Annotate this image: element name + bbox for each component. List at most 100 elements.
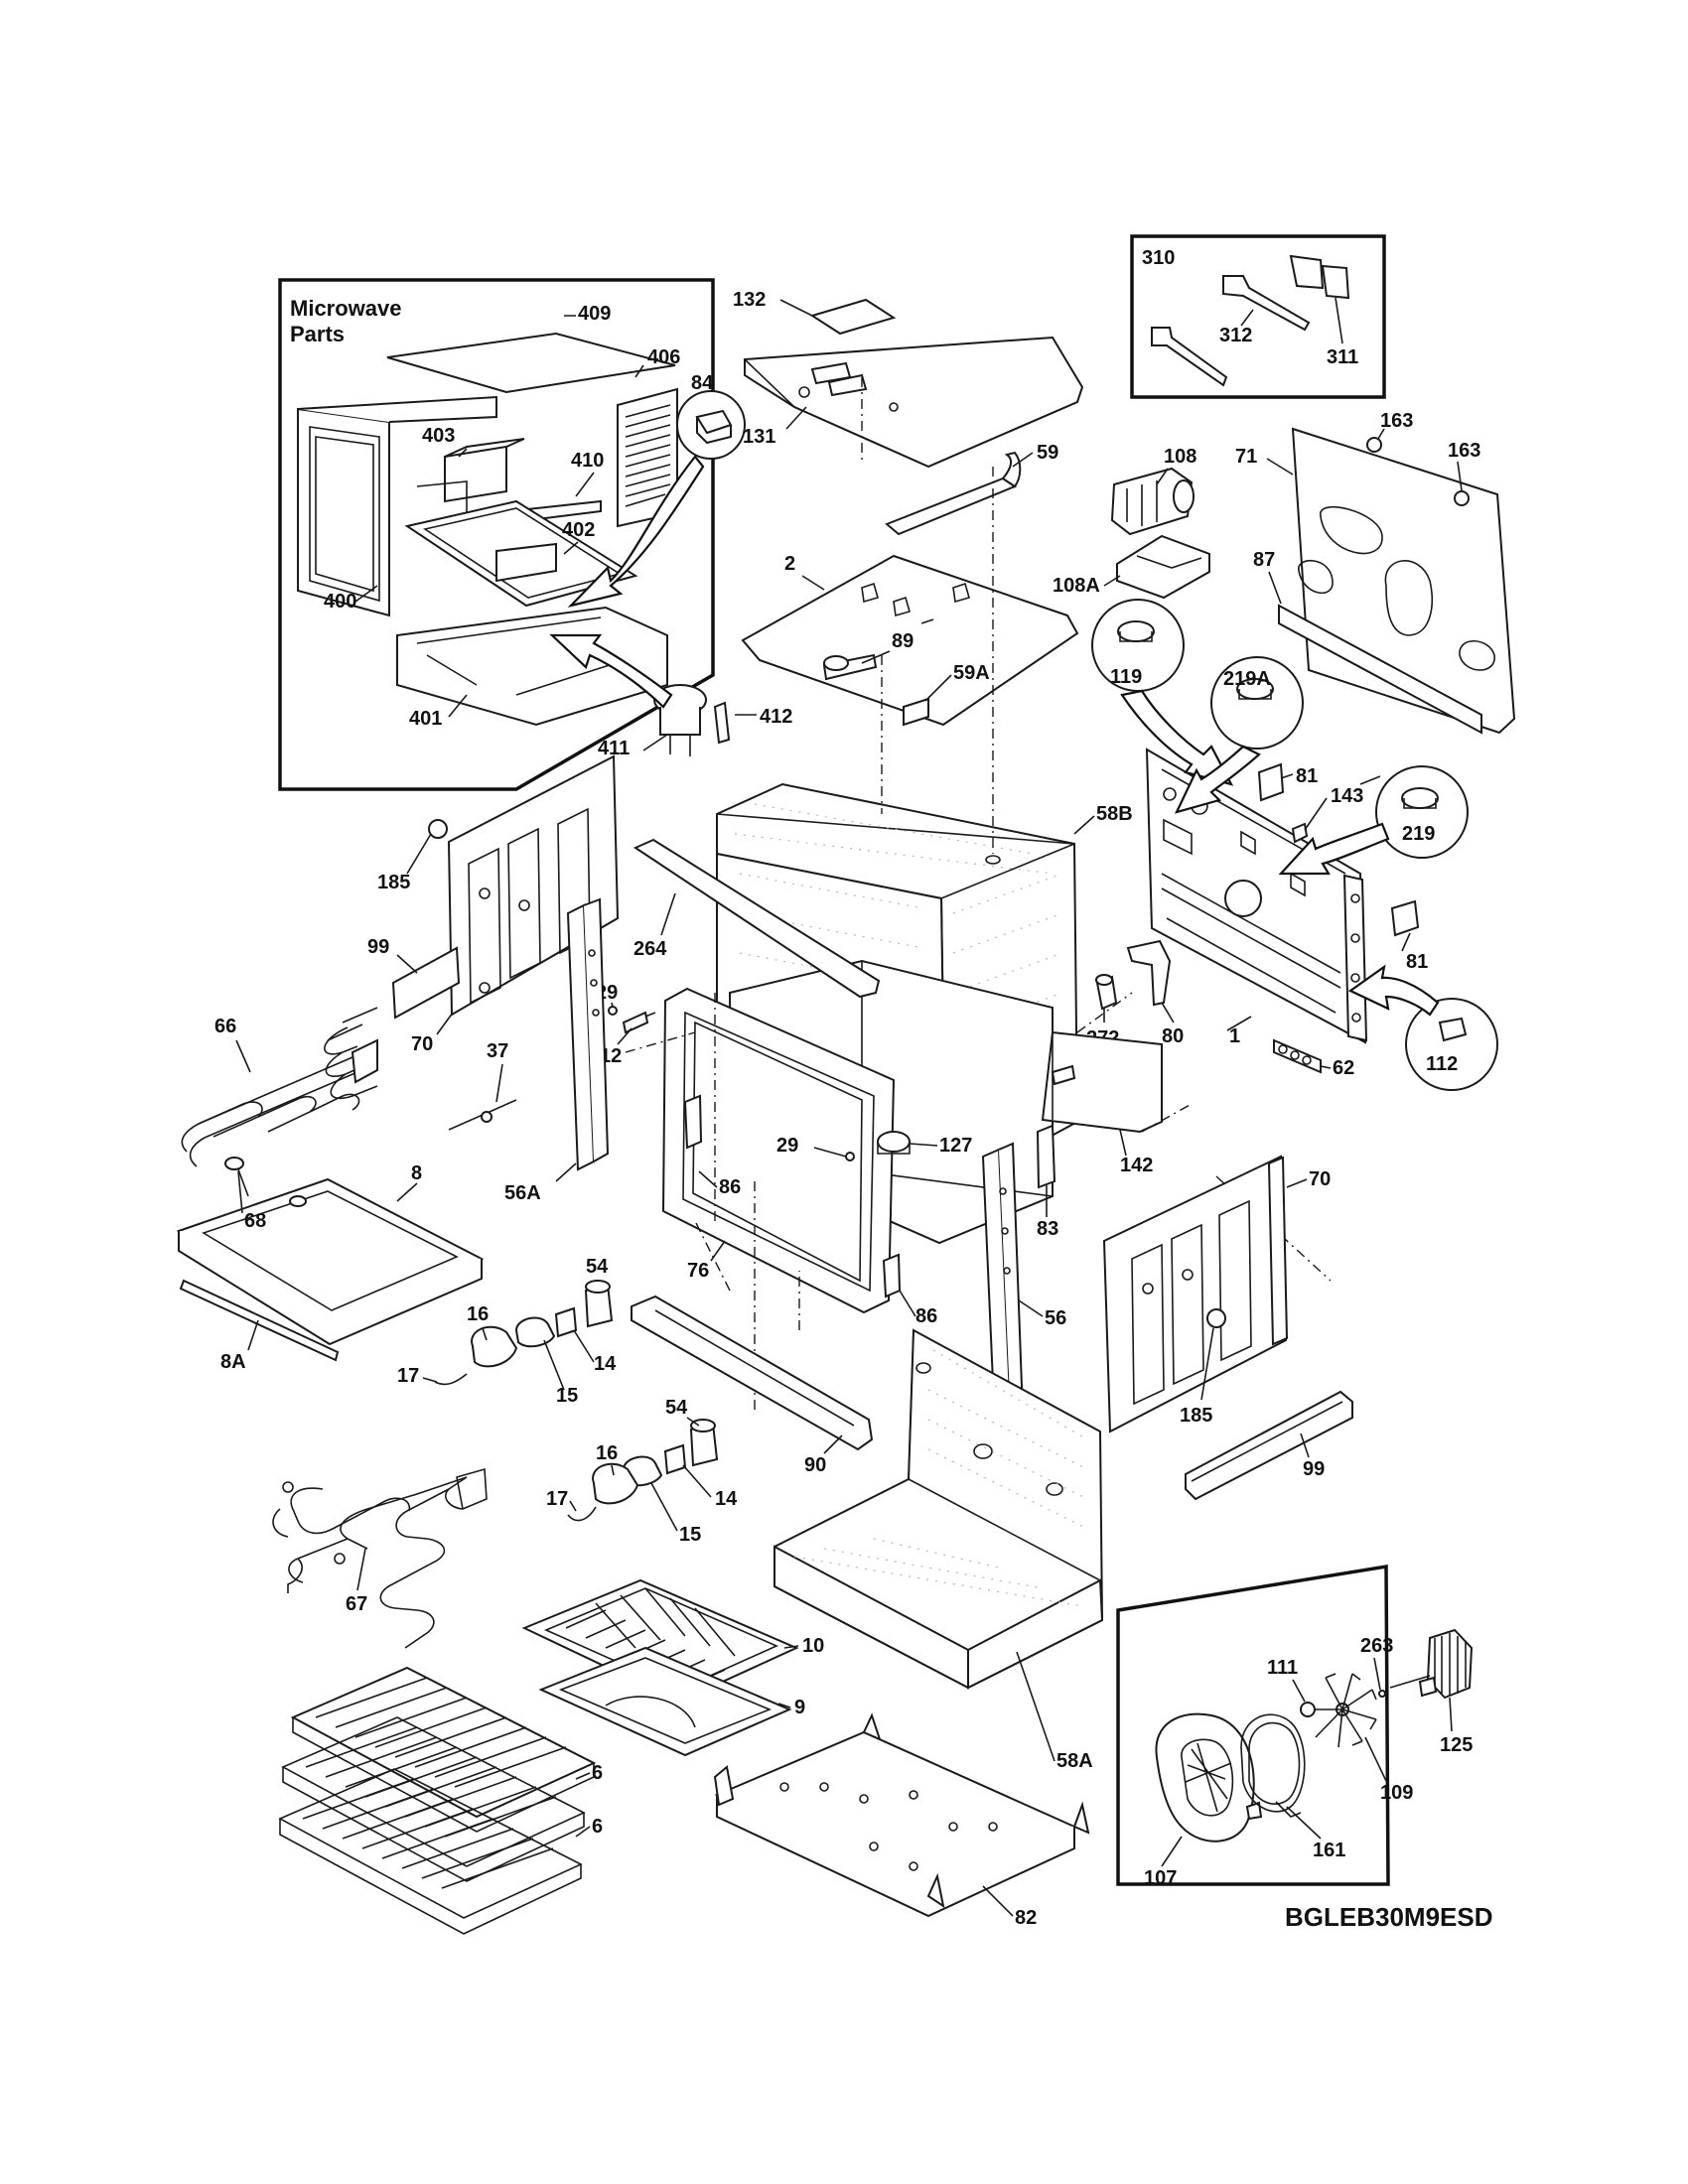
label-82: 82 — [1015, 1907, 1037, 1929]
part-111-nut — [1300, 1702, 1316, 1717]
label-37: 37 — [487, 1040, 508, 1062]
part-6-oven-rack-upper — [290, 1666, 597, 1833]
label-163-b: 163 — [1448, 440, 1480, 462]
label-125: 125 — [1440, 1734, 1473, 1756]
label-127: 127 — [939, 1135, 972, 1157]
label-70-a: 70 — [411, 1033, 433, 1055]
label-142: 142 — [1120, 1155, 1153, 1176]
part-16-lens-upper — [471, 1325, 518, 1368]
label-81-b: 81 — [1406, 951, 1428, 973]
microwave-parts-inset: Microwave Parts — [278, 278, 792, 791]
part-29-screw-b — [845, 1152, 855, 1161]
label-6-a: 6 — [592, 1762, 603, 1784]
microwave-title-line1: Microwave — [290, 296, 402, 321]
label-14-b: 14 — [715, 1488, 738, 1510]
part-142-strip — [1041, 1030, 1163, 1134]
label-58A: 58A — [1056, 1750, 1093, 1772]
part-131-top-cover — [744, 336, 1084, 469]
part-59-tube — [885, 451, 1022, 536]
part-112-detail — [1405, 998, 1498, 1091]
label-185-b: 185 — [1180, 1405, 1212, 1427]
part-9-broil-pan — [538, 1646, 792, 1757]
label-1: 1 — [1229, 1025, 1240, 1047]
label-58B: 58B — [1096, 803, 1133, 825]
label-107: 107 — [1144, 1867, 1177, 1889]
detail-arrow-219A — [1174, 745, 1261, 814]
label-99-b: 99 — [1303, 1458, 1325, 1480]
label-9: 9 — [794, 1697, 805, 1718]
label-86-a: 86 — [719, 1176, 741, 1198]
label-68: 68 — [244, 1210, 266, 1232]
part-76-gasket — [661, 987, 902, 1314]
label-411: 411 — [598, 738, 630, 759]
label-109: 109 — [1380, 1782, 1413, 1804]
part-272-cap — [1095, 974, 1118, 1011]
label-111: 111 — [1267, 1657, 1298, 1679]
label-86-b: 86 — [915, 1305, 937, 1327]
label-83: 83 — [1037, 1218, 1058, 1240]
label-99-a: 99 — [367, 936, 389, 958]
microwave-title-line2: Parts — [290, 322, 345, 346]
label-81-a: 81 — [1296, 765, 1318, 787]
detail-arrow-84 — [567, 455, 705, 608]
part-54-socket-lower — [689, 1419, 719, 1467]
label-59A: 59A — [953, 662, 990, 684]
label-15-b: 15 — [679, 1524, 701, 1546]
label-17-b: 17 — [546, 1488, 568, 1510]
label-80: 80 — [1162, 1025, 1184, 1047]
part-14-ring-upper — [554, 1306, 578, 1338]
label-84: 84 — [691, 372, 714, 394]
label-402: 402 — [562, 519, 595, 541]
label-76: 76 — [687, 1260, 709, 1282]
label-8: 8 — [411, 1162, 422, 1184]
label-143: 143 — [1331, 785, 1363, 807]
label-108A: 108A — [1053, 575, 1100, 597]
label-71: 71 — [1235, 446, 1257, 468]
part-81-clips — [1257, 762, 1420, 937]
label-161: 161 — [1313, 1840, 1345, 1861]
label-264: 264 — [633, 938, 667, 960]
part-2-top-panel — [741, 554, 1079, 727]
part-14-ring-lower — [663, 1443, 687, 1475]
label-29-b: 29 — [776, 1135, 798, 1157]
label-67: 67 — [346, 1593, 367, 1615]
label-87: 87 — [1253, 549, 1275, 571]
part-17-wire-upper — [434, 1373, 468, 1386]
label-2: 2 — [784, 553, 795, 575]
label-112: 112 — [1426, 1053, 1458, 1075]
part-87-strip — [1278, 604, 1482, 735]
part-8-drip-pan — [176, 1177, 485, 1346]
part-109-fan-blade — [1309, 1673, 1377, 1748]
part-127-socket — [877, 1131, 911, 1155]
label-16-b: 16 — [596, 1442, 618, 1464]
part-83 — [1036, 1124, 1056, 1189]
part-70-right-side-panel — [1102, 1155, 1289, 1433]
part-54-socket-upper — [584, 1280, 614, 1328]
label-132: 132 — [733, 289, 766, 311]
label-56: 56 — [1045, 1307, 1066, 1329]
part-56A-left-rail — [566, 897, 610, 1171]
part-90-front-rail — [631, 1295, 874, 1451]
part-99-right-rail — [1185, 1390, 1353, 1501]
part-68-bolt — [224, 1157, 307, 1207]
part-82-bottom-tray — [713, 1712, 1090, 1918]
part-66-broil-element — [181, 1007, 378, 1167]
part-58A-bottom-insulation — [774, 1328, 1104, 1690]
label-8A: 8A — [220, 1351, 246, 1373]
label-56A: 56A — [504, 1182, 541, 1204]
part-62-strip — [1273, 1038, 1322, 1074]
label-400: 400 — [324, 591, 356, 613]
label-406: 406 — [647, 346, 680, 368]
label-410: 410 — [571, 450, 604, 472]
part-400-frame — [297, 395, 497, 617]
label-66: 66 — [214, 1016, 236, 1037]
part-67-bake-element — [272, 1467, 488, 1649]
part-80-bracket — [1126, 939, 1172, 1007]
part-107-fan-cover — [1155, 1712, 1263, 1843]
part-8A-strip — [179, 1279, 340, 1362]
label-59: 59 — [1037, 442, 1058, 464]
label-401: 401 — [409, 708, 442, 730]
part-163-nuts — [1366, 437, 1470, 506]
